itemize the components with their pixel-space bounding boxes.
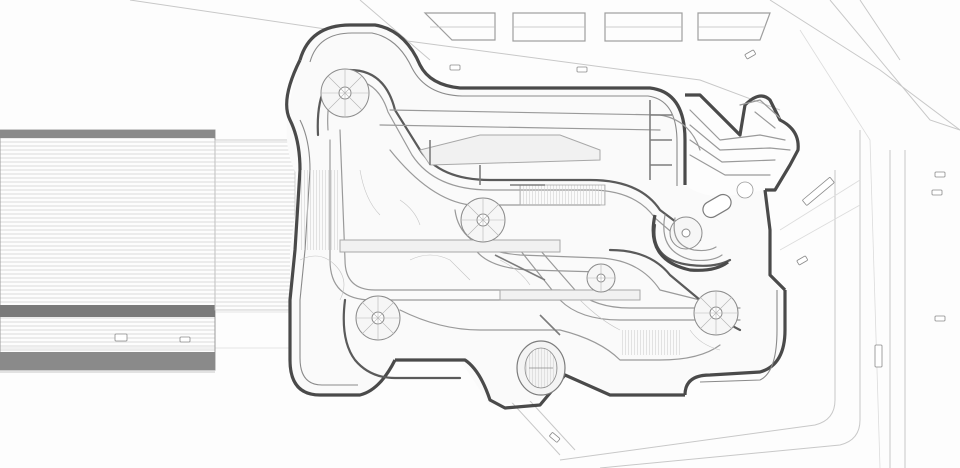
spiral-stair-core-1 — [320, 68, 370, 118]
interior-structure — [429, 100, 672, 336]
car-icon — [179, 336, 191, 343]
pill-pavilion — [702, 193, 732, 219]
car-icon — [931, 189, 943, 196]
rail-platform-hatch — [0, 129, 296, 371]
bridge-decks — [300, 134, 680, 355]
spiral-stair-core-5 — [693, 290, 739, 336]
terminal-building-outline — [285, 23, 787, 410]
spiral-stair-core-4 — [586, 263, 616, 293]
planting-areas — [299, 169, 721, 351]
car-icon — [744, 49, 756, 60]
oval-canopy — [516, 340, 566, 396]
car-icon-group — [114, 49, 946, 443]
parking-canopy-row — [423, 12, 771, 42]
arc-stair-east — [651, 214, 729, 272]
car-icon — [802, 177, 835, 206]
car-icon — [114, 333, 128, 342]
car-icon — [796, 255, 808, 266]
car-icon — [874, 344, 883, 368]
car-icon — [576, 66, 588, 73]
car-icon — [549, 432, 561, 443]
east-ramp-block — [685, 93, 800, 192]
spiral-stair-core-3 — [355, 295, 401, 341]
spiral-stair-core-2 — [460, 197, 506, 243]
car-icon — [934, 315, 946, 322]
car-icon — [934, 171, 946, 178]
car-icon — [449, 64, 461, 71]
